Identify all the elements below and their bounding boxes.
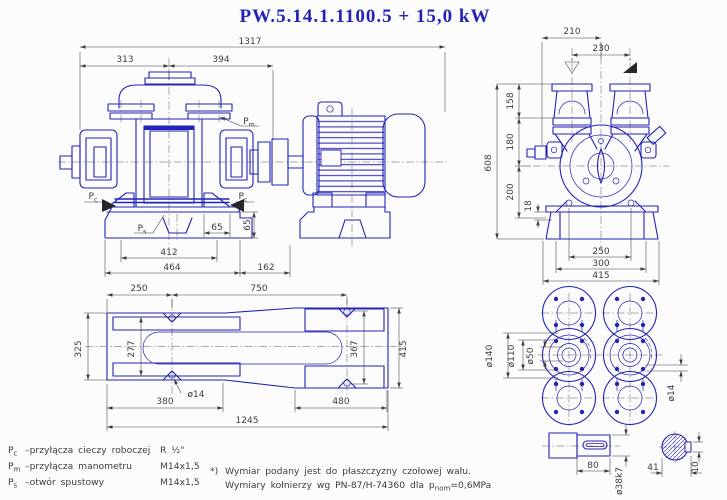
dim-80: 80 (587, 461, 599, 471)
legend-value-pm: M14x1,5 (160, 461, 200, 472)
dim-394: 394 (212, 55, 229, 65)
dim-200: 200 (506, 183, 516, 200)
side-view: Pc Pc Ps Pm (58, 37, 448, 277)
legend-desc-ps: –otwór spustowy (25, 477, 105, 488)
legend-desc-pm: –przyłącza manometru (25, 461, 132, 472)
dim-210: 210 (563, 27, 580, 37)
dim-750: 750 (250, 284, 267, 294)
dim-1317: 1317 (239, 37, 262, 47)
dim-325: 325 (74, 340, 84, 357)
drawing-title: PW.5.14.1.1100.5 + 15,0 kW (240, 6, 491, 27)
footnote-line2: Wymiary kołnierzy wg PN-87/H-74360 dla p… (225, 480, 491, 493)
plan-view: 250 750 325 277 367 415 ø14 380 480 1245 (74, 284, 409, 431)
dim-41: 41 (647, 463, 658, 473)
dim-277: 277 (127, 340, 137, 357)
pump-geometry (59, 71, 304, 239)
dim-bolt-hole: ø14 (667, 384, 677, 401)
dim-key-width: 10 (691, 461, 701, 473)
front-view-dimensions (495, 36, 660, 285)
footnote-marker: *) (210, 466, 218, 477)
dim-300: 300 (592, 259, 609, 269)
shaft-dimensions (576, 424, 703, 477)
legend-symbol-ps: Ps (8, 477, 18, 490)
legend-symbol-pc: Pc (8, 445, 18, 458)
dim-shaft-dia: ø38k7 (615, 467, 625, 495)
dim-415-plan: 415 (399, 340, 409, 357)
legend-value-pc: R ½" (160, 445, 184, 456)
dim-464: 464 (163, 263, 180, 273)
dim-412: 412 (160, 248, 177, 258)
pc-left-arrow (102, 199, 116, 212)
flange-dimensions (503, 332, 688, 382)
dim-230: 230 (592, 44, 609, 54)
dim-65-base: 65 (243, 219, 253, 230)
dim-18: 18 (524, 200, 534, 212)
port-label-ps: Ps (138, 224, 147, 236)
port-label-pc-right: Pc (238, 192, 247, 204)
plan-view-dimensions (84, 293, 403, 431)
dim-65-foot: 65 (211, 223, 222, 233)
dim-313: 313 (116, 55, 133, 65)
dim-bolt-circle: ø110 (507, 344, 517, 367)
port-callouts: Pc Pc Ps Pm (84, 116, 259, 236)
suction-triangle-icon (564, 61, 580, 74)
front-view: 210 230 158 180 200 18 608 250 300 415 (484, 27, 669, 285)
flange-geometry (541, 285, 658, 426)
front-view-centerlines (533, 42, 669, 250)
dim-158: 158 (506, 92, 516, 109)
motor-geometry (299, 101, 426, 239)
dim-1245: 1245 (236, 416, 259, 426)
dim-250: 250 (592, 247, 609, 257)
discharge-triangle-icon (623, 62, 637, 73)
dim-367: 367 (350, 340, 360, 357)
legend: Pc –przyłącza cieczy roboczej R ½" Pm –p… (8, 445, 200, 490)
shaft-geometry (548, 432, 692, 461)
pc-right-arrow (230, 199, 244, 212)
legend-desc-pc: –przyłącza cieczy roboczej (25, 445, 150, 456)
dim-180: 180 (506, 133, 516, 150)
dim-bore: ø50 (526, 347, 536, 364)
dim-380: 380 (156, 397, 173, 407)
footnote-line1: Wymiar podany jest do płaszczyzny czołow… (225, 466, 471, 477)
dim-250-plan: 250 (130, 284, 147, 294)
footnote: *) Wymiar podany jest do płaszczyzny czo… (210, 466, 491, 493)
shaft-detail: 80 ø38k7 41 10 (542, 424, 703, 495)
flange-centerlines (538, 293, 662, 426)
front-view-geometry (526, 83, 667, 240)
dim-415: 415 (592, 271, 609, 281)
dim-flange-outer: ø140 (485, 344, 495, 367)
port-label-pm: Pm (243, 117, 255, 129)
legend-symbol-pm: Pm (8, 461, 21, 474)
dim-162: 162 (257, 263, 274, 273)
side-view-dimensions (79, 45, 446, 277)
port-label-pc-left: Pc (88, 192, 97, 204)
legend-value-ps: M14x1,5 (160, 477, 200, 488)
dim-480: 480 (332, 397, 349, 407)
dim-608: 608 (484, 154, 494, 171)
dim-hole-dia: ø14 (188, 390, 205, 400)
flange-view: ø140 ø110 ø50 ø14 (485, 285, 688, 426)
